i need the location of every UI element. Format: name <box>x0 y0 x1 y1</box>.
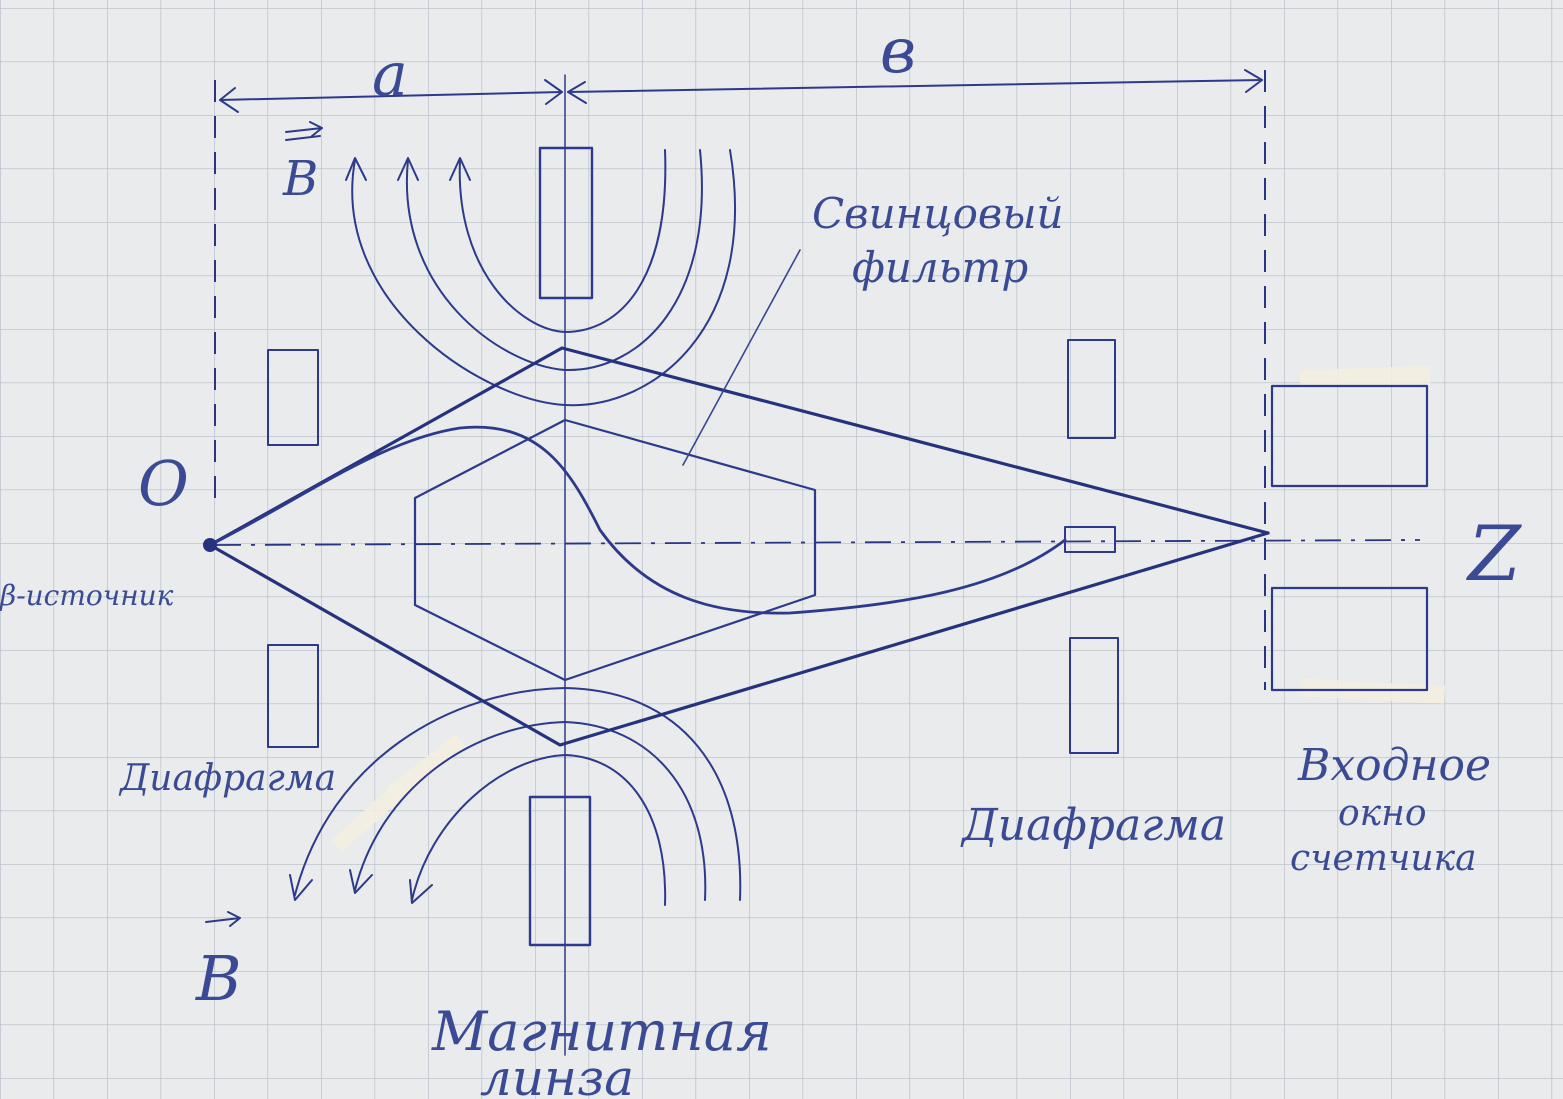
field-lines-top <box>285 121 736 407</box>
dimension-a-label: a <box>372 40 408 110</box>
lead-filter <box>413 418 817 682</box>
right-diaphragm-label: Диафрагма <box>960 800 1226 851</box>
filter-leader-line <box>682 249 801 466</box>
window-label-line3: счетчика <box>1290 838 1477 879</box>
source-point <box>203 538 217 552</box>
origin-label: O <box>138 447 189 520</box>
left-diaphragm-lower <box>267 644 319 748</box>
field-lines-bottom <box>205 687 742 927</box>
tape-strip <box>331 779 409 853</box>
dimension-b-label: в <box>880 14 916 87</box>
field-top-label: B <box>282 151 318 207</box>
tape-strip <box>384 733 466 803</box>
window-label-line1: Входное <box>1297 740 1491 791</box>
magnetic-lens-lower-block <box>528 795 592 947</box>
source-label: β-источник <box>0 579 174 612</box>
vector-bar <box>285 135 321 141</box>
tape-strip <box>1299 365 1431 389</box>
dimension-lines <box>214 69 1266 1056</box>
counter-window-upper <box>1270 384 1429 488</box>
axis-z-label: Z <box>1466 509 1522 598</box>
lens-label-line2: линза <box>480 1049 634 1099</box>
right-diaphragm-upper <box>1067 339 1116 439</box>
field-bottom-label: B <box>195 942 242 1015</box>
filter-label-line1: Свинцовый <box>812 189 1064 238</box>
lens-label-line1: Магнитная <box>431 1000 772 1063</box>
left-diaphragm-label: Диафрагма <box>118 758 336 799</box>
filter-label-line2: фильтр <box>852 243 1028 292</box>
tape-strip <box>1299 678 1446 704</box>
left-diaphragm-upper <box>267 349 319 446</box>
central-absorber <box>1064 526 1116 553</box>
window-label-line2: окно <box>1338 793 1427 834</box>
counter-window-lower <box>1270 586 1429 692</box>
right-diaphragm-lower <box>1069 637 1119 754</box>
magnetic-lens-upper-block <box>538 146 594 300</box>
particle-trajectory <box>208 425 1067 615</box>
